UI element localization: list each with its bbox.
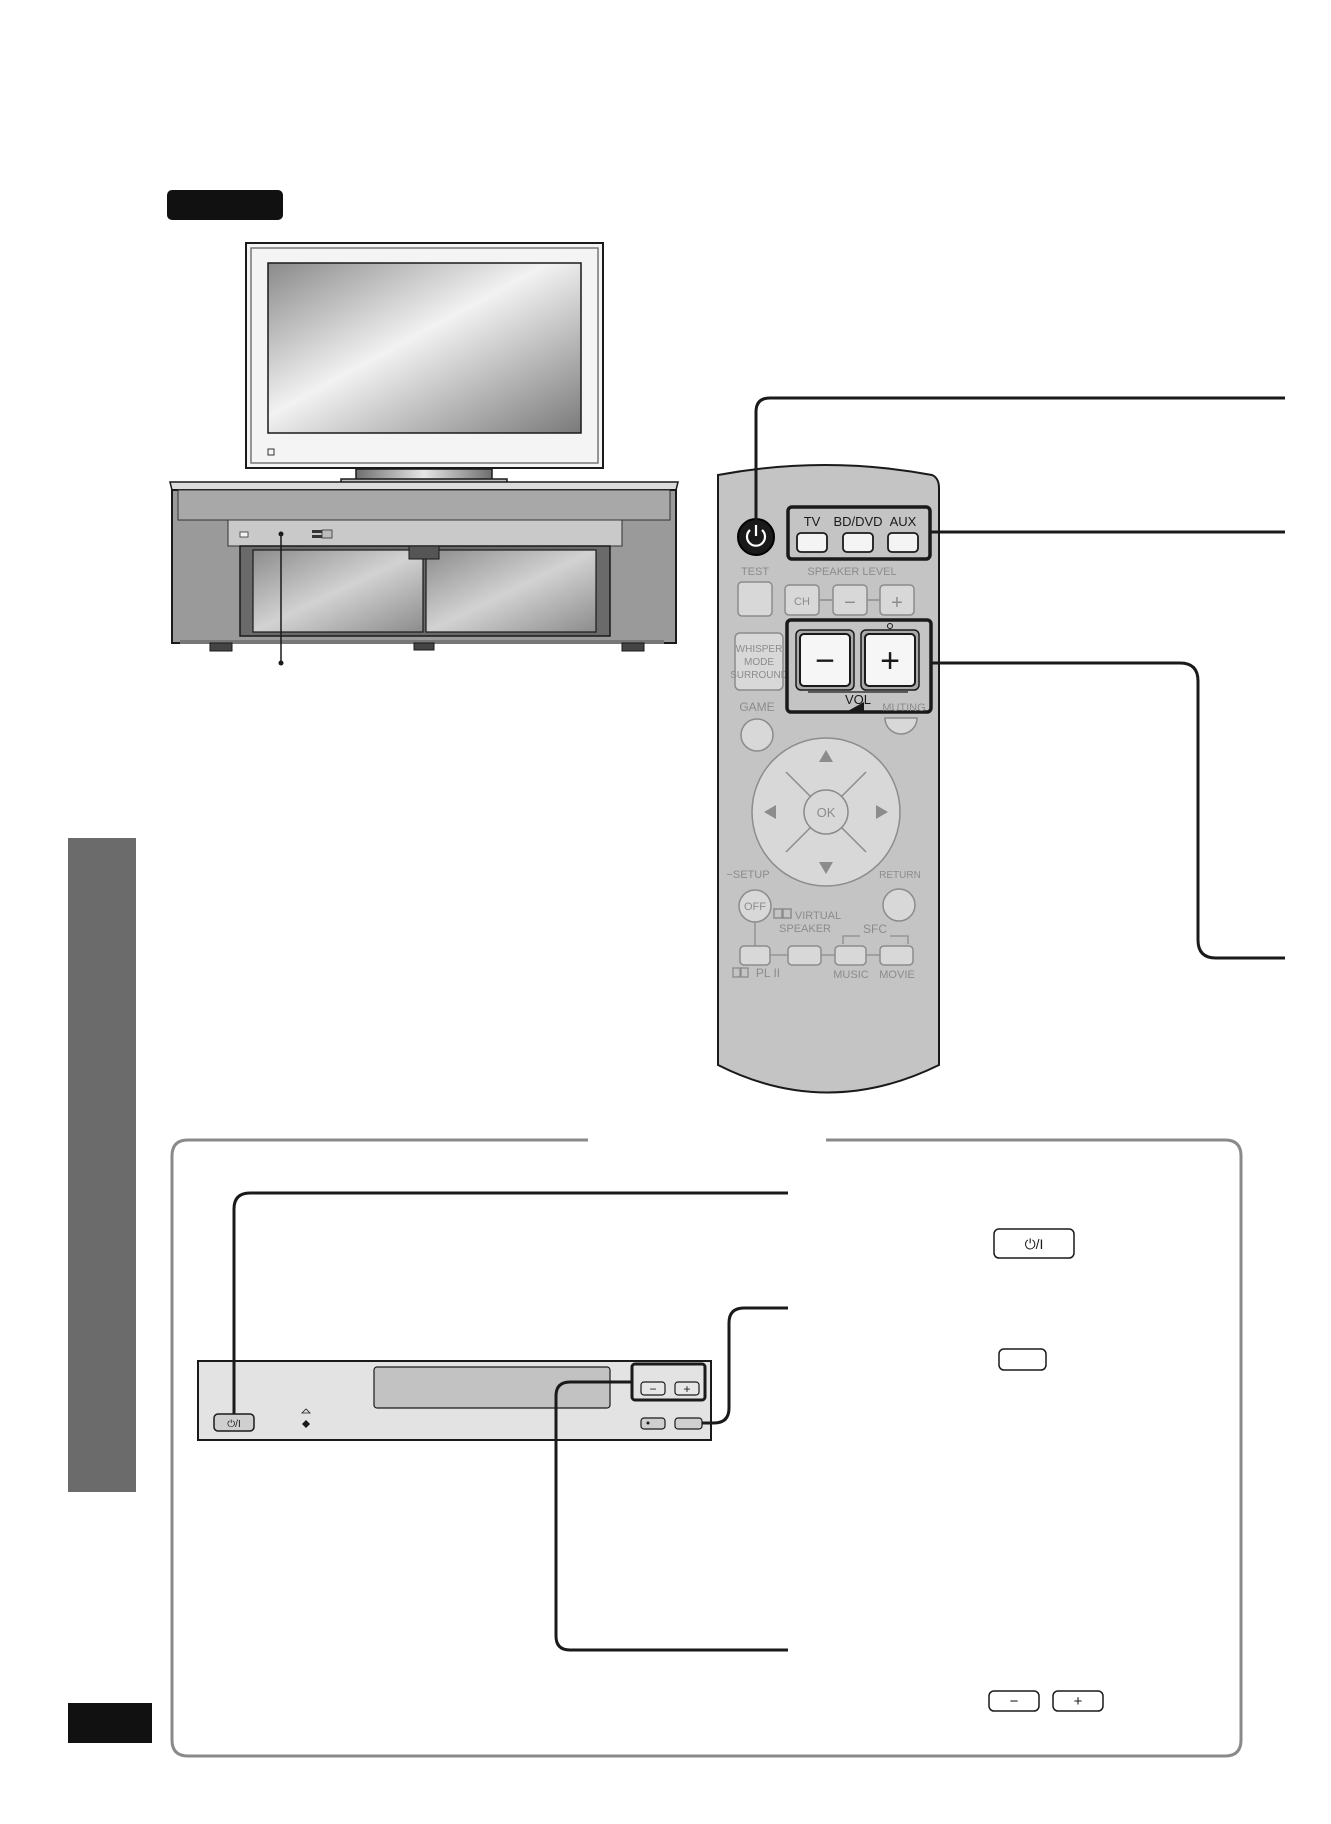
ok-label: OK xyxy=(817,805,836,820)
return-button[interactable] xyxy=(882,888,916,922)
tv-screen xyxy=(267,262,582,434)
side-tab-gray xyxy=(68,838,136,1492)
legend-input-button xyxy=(998,1348,1047,1371)
return-label: RETURN xyxy=(879,870,921,881)
main-unit-panel-border xyxy=(170,1138,1243,1758)
whisper-label-line2: MODE xyxy=(744,657,774,668)
section-tab-black xyxy=(167,190,283,220)
speaker-level-plus-label: + xyxy=(891,592,903,614)
down-arrow-icon[interactable] xyxy=(819,862,833,874)
legend-plus-label: + xyxy=(1074,1693,1083,1710)
rack-unit xyxy=(169,481,679,652)
remote-control: TV BD/DVD AUX TEST SPEAKER LEVEL CH − + … xyxy=(717,464,940,1094)
volume-up-tactile-dot xyxy=(887,623,893,629)
speaker-level-minus-button[interactable] xyxy=(832,584,868,616)
off-label: OFF xyxy=(744,901,766,913)
tv-label: TV xyxy=(804,514,821,529)
vol-ramp-icon xyxy=(846,702,864,712)
main-unit-indicator-icon xyxy=(301,1408,311,1428)
ch-label: CH xyxy=(794,596,810,608)
ch-button[interactable] xyxy=(784,584,820,616)
volume-up-label: + xyxy=(880,642,900,680)
volume-up-button[interactable] xyxy=(864,633,916,687)
test-label: TEST xyxy=(741,566,769,578)
main-unit-volume-down-button[interactable] xyxy=(640,1381,666,1396)
up-arrow-icon[interactable] xyxy=(819,750,833,762)
aux-button[interactable] xyxy=(887,532,919,553)
pl2-label: PL II xyxy=(756,966,780,980)
legend-power-button xyxy=(993,1228,1075,1259)
virtual-speaker-button[interactable] xyxy=(787,945,822,966)
main-unit-display xyxy=(373,1366,611,1409)
sfc-movie-button[interactable] xyxy=(879,945,914,966)
volume-down-label: − xyxy=(815,642,835,680)
muting-button[interactable] xyxy=(884,717,918,735)
sfc-music-button[interactable] xyxy=(834,945,867,966)
callout-main-power xyxy=(232,1191,788,1414)
whisper-label-line1: WHISPER xyxy=(736,644,783,655)
speaker-level-plus-button[interactable] xyxy=(879,584,915,616)
vol-label: VOL xyxy=(845,692,871,707)
volume-down-button[interactable] xyxy=(799,633,851,687)
music-label: MUSIC xyxy=(833,969,869,981)
main-unit-volume-up-label: + xyxy=(683,1382,690,1396)
legend-minus-label: − xyxy=(1010,1693,1019,1710)
speaker-level-label: SPEAKER LEVEL xyxy=(807,566,896,578)
speaker-label: SPEAKER xyxy=(779,923,831,935)
aux-label: AUX xyxy=(890,514,917,529)
power-icon xyxy=(745,525,767,547)
callout-volume xyxy=(931,661,1285,960)
main-unit-power-label: ⏻/I xyxy=(227,1419,240,1430)
left-arrow-icon[interactable] xyxy=(764,805,776,819)
remote-power-button[interactable] xyxy=(737,518,775,556)
callout-main-volume xyxy=(554,1380,788,1652)
navigation-pad: OK xyxy=(751,737,901,887)
pl2-button[interactable] xyxy=(739,945,771,966)
main-unit-volume-up-button[interactable] xyxy=(674,1381,700,1396)
tv-button[interactable] xyxy=(796,532,828,553)
muting-label: MUTING xyxy=(882,702,925,714)
legend-minus-button xyxy=(988,1690,1040,1712)
main-unit-front-panel: ⏻/I − + xyxy=(197,1360,712,1441)
test-button[interactable] xyxy=(737,581,773,617)
tv-and-rack-illustration xyxy=(169,242,679,666)
callout-main-input xyxy=(702,1306,788,1425)
sfc-label: SFC xyxy=(863,922,887,936)
television xyxy=(245,242,604,469)
movie-label: MOVIE xyxy=(879,969,914,981)
legend-power-label: ⏻/I xyxy=(1025,1236,1044,1252)
ok-button[interactable] xyxy=(803,789,849,835)
virtual-label: VIRTUAL xyxy=(795,910,841,922)
legend-plus-button xyxy=(1052,1690,1104,1712)
setup-label: −SETUP xyxy=(726,869,769,881)
right-arrow-icon[interactable] xyxy=(876,805,888,819)
callout-power xyxy=(754,396,1285,521)
game-button[interactable] xyxy=(740,718,774,752)
dolby-logo-icon xyxy=(773,908,792,919)
bd-dvd-button[interactable] xyxy=(842,532,874,553)
game-label: GAME xyxy=(739,700,774,714)
main-unit-button-left[interactable] xyxy=(640,1417,666,1430)
dolby-pl-logo-icon xyxy=(732,967,749,978)
bd-dvd-label: BD/DVD xyxy=(833,514,882,529)
page-tab-black xyxy=(68,1703,152,1743)
main-unit-input-selector-button[interactable] xyxy=(674,1417,703,1430)
main-unit-volume-down-label: − xyxy=(649,1382,656,1396)
speaker-level-minus-label: − xyxy=(844,592,856,614)
whisper-label-line3: SURROUND xyxy=(730,670,788,681)
whisper-mode-surround-button[interactable] xyxy=(734,632,784,691)
